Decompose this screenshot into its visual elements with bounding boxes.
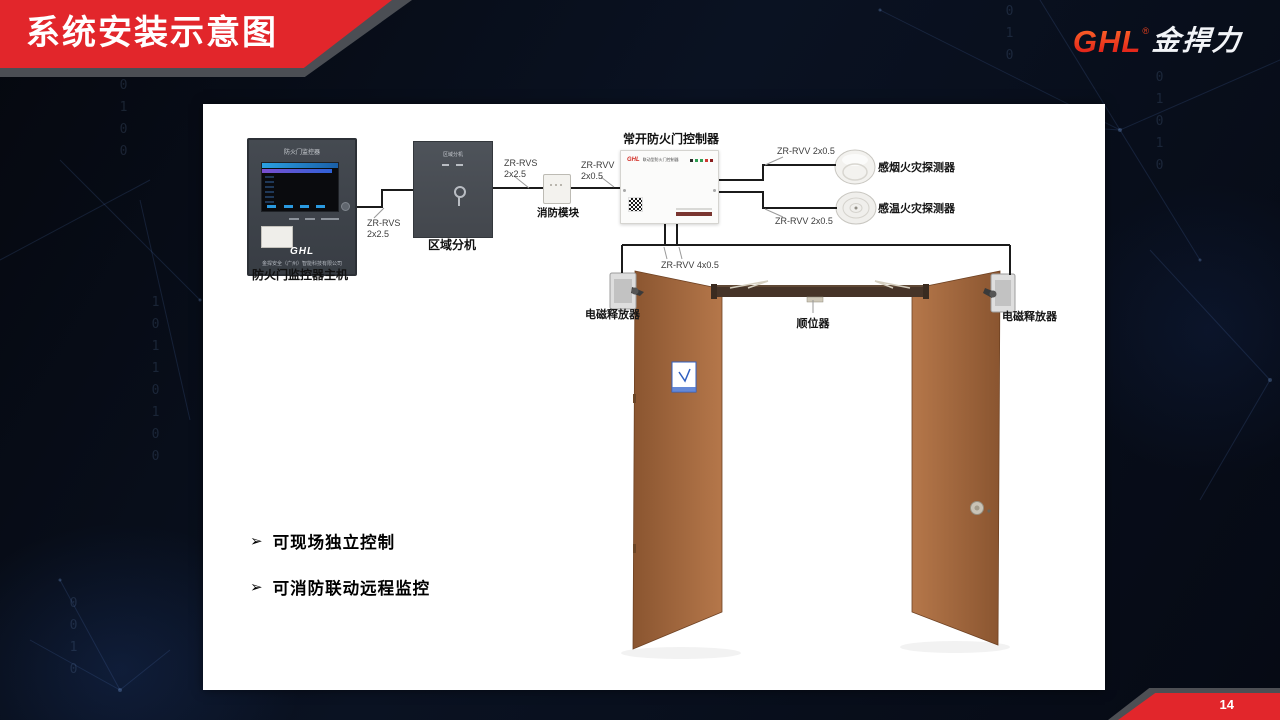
logo-cn-text: 金捍力: [1150, 25, 1244, 56]
controller-title: 常开防火门控制器: [622, 132, 719, 146]
binary-decor: 10110100: [148, 295, 163, 471]
host-top-label: 防火门监控器: [283, 150, 320, 156]
controller-fineprint: [676, 208, 712, 210]
host-marking: [305, 218, 315, 220]
title-banner: 系统安装示意图: [0, 0, 392, 68]
fire-module: [543, 174, 571, 204]
controller-header-text: 联动型防火门控制器: [642, 157, 679, 162]
door-sign: [671, 361, 697, 393]
wire-label-zone-module: ZR-RVS 2x2.5: [504, 158, 537, 180]
screen-button: [267, 205, 276, 208]
indicator-lights: [690, 158, 713, 162]
electromagnetic-release-right: [983, 273, 1016, 313]
brand-logo: GHL ® 金捍力: [1072, 24, 1244, 59]
wire-spec: 2x2.5: [504, 168, 527, 179]
controller-brand: GHL: [627, 157, 640, 163]
leader-lines: [373, 156, 814, 313]
screen-button: [284, 205, 293, 208]
module-dot: [550, 184, 552, 186]
page-title: 系统安装示意图: [26, 14, 278, 52]
qr-code: [628, 197, 643, 212]
coordinator-rail: [711, 280, 929, 303]
bullet-arrow-icon: ➢: [250, 579, 264, 596]
controller-header: GHL 联动型防火门控制器: [627, 157, 713, 163]
door-knob: [970, 501, 991, 515]
diagram-panel: 防火门监控器 GHL 金捍安全（广州）智能科技有限公司 防火门监控器主机 区域分…: [203, 104, 1105, 690]
wire-label-smoke: ZR-RVV 2x0.5: [777, 146, 835, 156]
heat-detector: [835, 191, 877, 225]
wires: [353, 164, 1011, 275]
feature-bullets: ➢ 可现场独立控制 ➢ 可消防联动远程监控: [250, 529, 430, 621]
binary-decor: 010: [1002, 4, 1017, 70]
binary-decor: 0100: [116, 78, 131, 166]
heat-detector-label: 感温火灾探测器: [878, 203, 955, 215]
electromagnetic-release-left: [609, 272, 644, 310]
wire-label-heat: ZR-RVV 2x0.5: [775, 216, 833, 226]
screen-button: [316, 205, 325, 208]
host-round-button: [341, 202, 350, 211]
binary-decor: 01010: [1152, 70, 1167, 180]
screw: [623, 189, 626, 192]
release-right-label: 电磁释放器: [1002, 311, 1057, 323]
screw: [713, 189, 716, 192]
zone-extension-cabinet: 区域分机: [413, 141, 493, 238]
key-icon: [458, 196, 460, 206]
controller-label-bar: [676, 212, 712, 216]
wire-spec: 2x2.5: [367, 228, 390, 239]
wire-label-host-zone: ZR-RVS 2x2.5: [367, 218, 400, 240]
smoke-detector-label: 感烟火灾探测器: [878, 162, 955, 174]
bullet-text: 可现场独立控制: [272, 534, 396, 552]
screen-header-bar: [262, 163, 338, 168]
fire-door-controller: GHL 联动型防火门控制器: [620, 150, 719, 224]
wire-spec: 2x0.5: [581, 170, 604, 181]
binary-decor: 0010: [66, 596, 81, 684]
wire-type: ZR-RVV: [581, 160, 615, 170]
fire-door-monitor-host: 防火门监控器 GHL 金捍安全（广州）智能科技有限公司: [247, 138, 357, 276]
page-number: 14: [1219, 697, 1234, 712]
host-caption: 防火门监控器主机: [251, 268, 348, 282]
zone-marking: [456, 164, 463, 166]
release-left-label: 电磁释放器: [585, 309, 640, 321]
left-door: [632, 270, 723, 650]
screen-button: [300, 205, 309, 208]
wire-type: ZR-RVS: [367, 218, 401, 228]
wire-type: ZR-RVS: [504, 158, 538, 168]
wire-label-module-controller: ZR-RVV 2x0.5: [581, 160, 614, 182]
screen-row: [262, 169, 332, 173]
host-brand: GHL: [289, 246, 315, 257]
bullet-item: ➢ 可消防联动远程监控: [250, 575, 430, 599]
smoke-detector: [834, 149, 876, 185]
logo-ghl-text: GHL: [1072, 24, 1142, 59]
host-screen: [261, 162, 339, 212]
host-company-text: 金捍安全（广州）智能科技有限公司: [261, 261, 342, 267]
zone-caption: 区域分机: [427, 238, 476, 252]
bullet-text: 可消防联动远程监控: [272, 580, 431, 598]
zone-marking: [442, 164, 449, 166]
module-caption: 消防模块: [537, 207, 579, 219]
host-sticker: [261, 226, 293, 248]
host-marking: [321, 218, 339, 220]
module-dot: [555, 184, 557, 186]
bullet-arrow-icon: ➢: [250, 533, 264, 550]
module-dot: [560, 184, 562, 186]
bullet-item: ➢ 可现场独立控制: [250, 529, 430, 553]
wire-label-doors: ZR-RVV 4x0.5: [661, 260, 719, 270]
coordinator-label: 顺位器: [796, 318, 830, 330]
right-door: [911, 270, 1001, 646]
diagram-graphics: [353, 149, 1016, 659]
registered-mark-icon: ®: [1142, 26, 1149, 36]
door-shadows: [621, 641, 1010, 659]
screen-list: [265, 176, 274, 203]
host-marking: [289, 218, 299, 220]
key-icon: [454, 186, 466, 198]
zone-top-label: 区域分机: [442, 152, 463, 158]
